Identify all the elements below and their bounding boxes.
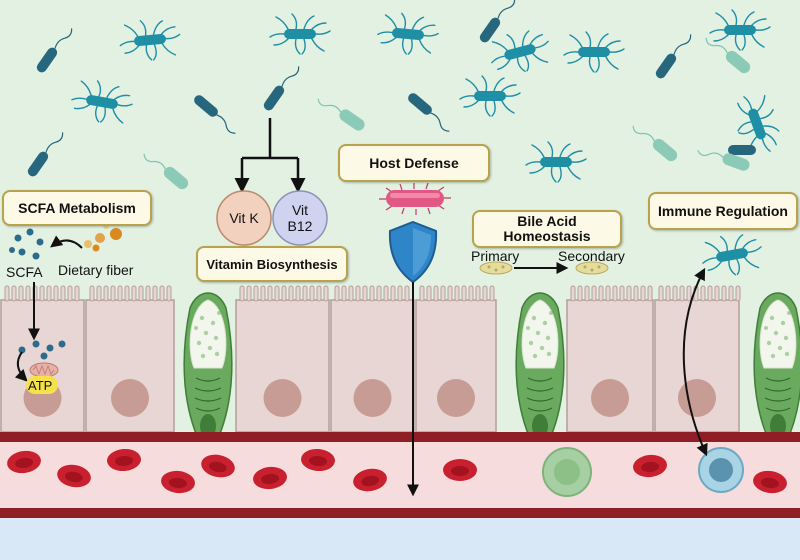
epithelial-cell bbox=[654, 285, 741, 433]
immune-cell-icon bbox=[698, 447, 744, 493]
dietary-fiber-text: Dietary fiber bbox=[58, 262, 134, 278]
commensal-bacterium-icon bbox=[705, 37, 753, 76]
vit-b12-text-line2: B12 bbox=[287, 218, 313, 234]
goblet-cell-icon bbox=[183, 292, 233, 444]
goblet-cell-icon bbox=[515, 292, 565, 444]
immune-regulation-text: Immune Regulation bbox=[658, 202, 788, 219]
vitamin-biosynthesis-text: Vitamin Biosynthesis bbox=[206, 256, 338, 272]
bile-acid-text-line1: Bile Acid bbox=[517, 213, 577, 229]
dietary-fiber-icon bbox=[84, 223, 122, 252]
scfa-molecules bbox=[9, 228, 44, 260]
vit-b12-circle bbox=[272, 190, 328, 246]
vitamin-biosynthesis-label: Vitamin Biosynthesis bbox=[196, 246, 348, 282]
blood-vessel bbox=[0, 432, 800, 560]
red-blood-cell-icon bbox=[443, 459, 477, 481]
scfa-metabolism-label: SCFA Metabolism bbox=[2, 190, 152, 226]
rod-bacterium-icon bbox=[192, 93, 236, 134]
epithelial-cell bbox=[330, 285, 415, 433]
rod-bacterium-icon bbox=[653, 34, 692, 81]
primary-bile-acid-icon bbox=[479, 261, 513, 275]
vit-k-circle bbox=[216, 190, 272, 246]
epithelial-cell bbox=[415, 285, 497, 433]
bile-acid-text-line2: Homeostasis bbox=[503, 228, 591, 244]
epithelial-cell bbox=[235, 285, 330, 433]
pathogen-bacterium-icon bbox=[379, 182, 451, 215]
vit-k-text: Vit K bbox=[229, 210, 259, 226]
rod-bacterium-icon bbox=[261, 66, 300, 113]
scfa-metabolism-text: SCFA Metabolism bbox=[18, 199, 136, 216]
rod-bacterium-icon bbox=[34, 28, 73, 75]
immune-cell-icon bbox=[542, 447, 592, 497]
epithelium bbox=[0, 285, 800, 444]
rod-bacterium-icon bbox=[477, 0, 516, 45]
commensal-bacterium-icon bbox=[697, 149, 752, 173]
commensal-bacterium-icon bbox=[632, 125, 680, 164]
vit-b12-text-line1: Vit bbox=[291, 202, 309, 218]
commensal-bacterium-icon bbox=[143, 153, 191, 192]
rod-bacterium-icon bbox=[728, 145, 756, 155]
mitochondrion-icon bbox=[29, 362, 59, 378]
commensal-bacterium-icon bbox=[317, 98, 367, 133]
bile-acid-homeostasis-label: Bile Acid Homeostasis bbox=[472, 210, 622, 248]
secondary-bile-acid-icon bbox=[575, 261, 609, 275]
scfa-text: SCFA bbox=[6, 264, 43, 280]
atp-text: ATP bbox=[28, 378, 53, 393]
vit-b12-text: Vit B12 bbox=[282, 202, 318, 234]
bile-acid-text-group: Bile Acid Homeostasis bbox=[503, 214, 590, 244]
atp-badge bbox=[26, 376, 58, 394]
rod-bacterium-icon bbox=[25, 132, 64, 179]
host-defense-label: Host Defense bbox=[338, 144, 490, 182]
primary-text: Primary bbox=[471, 248, 520, 264]
immune-regulation-label: Immune Regulation bbox=[648, 192, 798, 230]
epithelial-cell bbox=[566, 285, 654, 433]
epithelial-cell bbox=[85, 285, 175, 433]
goblet-cell-icon bbox=[753, 292, 800, 444]
host-defense-text: Host Defense bbox=[369, 154, 459, 171]
rod-bacterium-icon bbox=[406, 91, 450, 132]
secondary-text: Secondary bbox=[558, 248, 625, 264]
scfa-molecules-cell bbox=[18, 340, 66, 360]
